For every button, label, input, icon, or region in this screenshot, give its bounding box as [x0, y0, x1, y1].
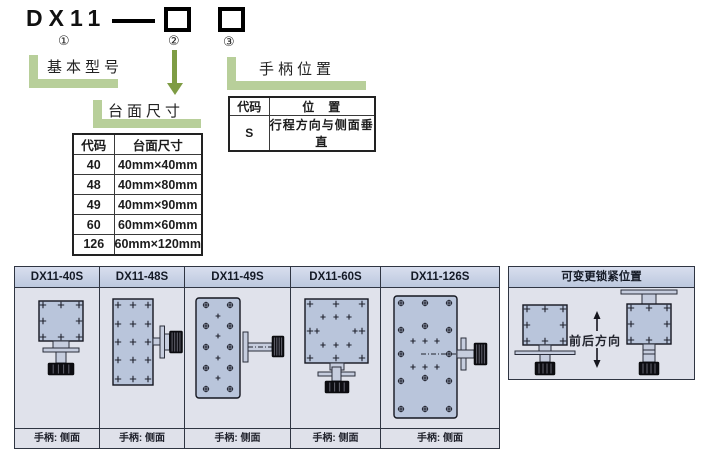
knob-icon	[324, 380, 350, 394]
table-row: 60 60mm×60mm	[72, 214, 203, 235]
size-code-cell: 48	[72, 174, 115, 195]
table-row: 40 40mm×40mm	[72, 154, 203, 175]
handle-table-header-position: 位 置	[268, 96, 376, 116]
size-table-header-size: 台面尺寸	[113, 133, 203, 155]
placeholder-box-handle-code	[218, 7, 245, 32]
marker-2: ②	[168, 33, 180, 48]
stage-drawing-60s	[304, 298, 369, 394]
lock-position-block: 可变更锁紧位置	[508, 266, 695, 380]
handle-table-header-code: 代码	[228, 96, 270, 116]
panel-title: DX11-40S	[15, 267, 99, 288]
down-arrow-icon	[172, 50, 177, 84]
label-table-size: 台面尺寸	[108, 103, 185, 120]
marker-3: ③	[223, 34, 235, 49]
size-code-cell: 60	[72, 214, 115, 235]
size-value-cell: 40mm×80mm	[113, 174, 203, 195]
size-code-cell: 126	[72, 234, 115, 255]
lock-position-drawing	[514, 289, 678, 376]
size-value-cell: 60mm×120mm	[113, 234, 203, 255]
handle-note: 手柄: 侧面	[381, 428, 499, 448]
size-value-cell: 40mm×40mm	[113, 154, 203, 175]
label-basic-model: 基本型号	[47, 59, 124, 76]
bracket-table-size	[93, 100, 201, 128]
size-code-cell: 49	[72, 194, 115, 215]
handle-position-table: 代码 位 置 S 行程方向与侧面垂直	[228, 96, 376, 152]
handle-note: 手柄: 侧面	[185, 428, 290, 448]
panel-dx11-48s: DX11-48S 手柄: 侧面	[99, 267, 184, 448]
down-arrow-head-icon	[167, 83, 183, 95]
size-value-cell: 40mm×90mm	[113, 194, 203, 215]
panel-title: DX11-49S	[185, 267, 290, 288]
panel-dx11-49s: DX11-49S 手柄: 侧面	[184, 267, 290, 448]
table-row: 48 40mm×80mm	[72, 174, 203, 195]
panel-title: DX11-126S	[381, 267, 499, 288]
panel-dx11-126s: DX11-126S 手柄: 侧面	[380, 267, 499, 448]
handle-note: 手柄: 侧面	[100, 428, 184, 448]
model-code-prefix: DX11	[26, 5, 107, 31]
handle-code-cell: S	[228, 115, 270, 152]
knob-icon	[47, 362, 75, 376]
table-row: 126 60mm×120mm	[72, 234, 203, 255]
knob-icon	[271, 335, 285, 358]
direction-label: 前后方向	[569, 334, 622, 348]
size-table: 代码 台面尺寸 40 40mm×40mm 48 40mm×80mm 49 40m…	[72, 133, 204, 256]
table-row: S 行程方向与侧面垂直	[228, 115, 376, 152]
stage-drawing-40s	[38, 300, 84, 376]
panel-title: DX11-60S	[291, 267, 380, 288]
placeholder-box-size-code	[164, 7, 191, 32]
stage-drawing-126s	[393, 295, 488, 419]
size-value-cell: 60mm×60mm	[113, 214, 203, 235]
handle-note: 手柄: 侧面	[15, 428, 99, 448]
handle-position-cell: 行程方向与侧面垂直	[268, 115, 376, 152]
label-handle-position: 手柄位置	[259, 61, 336, 78]
handle-note: 手柄: 侧面	[291, 428, 380, 448]
knob-icon	[638, 361, 660, 376]
lock-panel-title: 可变更锁紧位置	[509, 267, 694, 288]
knob-icon	[534, 361, 556, 376]
table-row: 49 40mm×90mm	[72, 194, 203, 215]
bracket-handle-position	[227, 57, 366, 90]
panel-title: DX11-48S	[100, 267, 184, 288]
knob-icon	[169, 330, 183, 354]
stage-drawing-49s	[195, 297, 285, 399]
model-code-dash	[112, 19, 155, 23]
panel-dx11-40s: DX11-40S 手柄: 侧面	[15, 267, 99, 448]
knob-icon	[473, 342, 488, 366]
product-panels-block: DX11-40S 手柄: 侧面 DX11-48S	[14, 266, 500, 449]
panel-dx11-60s: DX11-60S 手柄: 侧面	[290, 267, 380, 448]
marker-1: ①	[58, 33, 70, 48]
stage-drawing-48s	[112, 298, 183, 386]
size-code-cell: 40	[72, 154, 115, 175]
size-table-header-code: 代码	[72, 133, 115, 155]
bracket-basic-model	[29, 55, 118, 88]
